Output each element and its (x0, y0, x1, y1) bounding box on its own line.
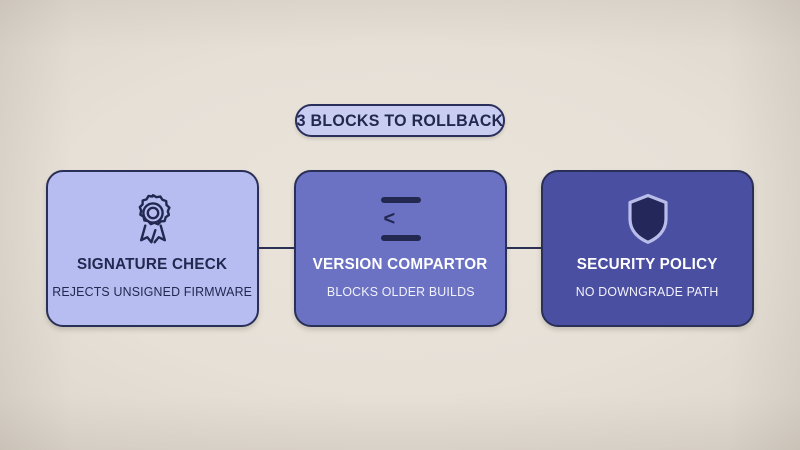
card-title: VERSION COMPARTOR (313, 256, 488, 273)
card-title: SIGNATURE CHECK (77, 256, 228, 273)
card-subtitle: REJECTS UNSIGNED FIRMWARE (52, 284, 253, 299)
award-rosette-icon (130, 190, 176, 248)
connector-card1-card2 (258, 247, 296, 249)
connector-card2-card3 (505, 247, 543, 249)
less-than-or-equal-icon: < (380, 190, 421, 248)
shield-icon (626, 190, 670, 248)
headline-badge-label: 3 BLOCKS TO ROLLBACK (296, 110, 504, 130)
card-subtitle: NO DOWNGRADE PATH (576, 284, 719, 299)
card-title: SECURITY POLICY (577, 256, 718, 273)
card-signature-check[interactable]: SIGNATURE CHECK REJECTS UNSIGNED FIRMWAR… (46, 170, 259, 327)
card-subtitle: BLOCKS OLDER BUILDS (326, 284, 475, 299)
card-version-comparator[interactable]: < VERSION COMPARTOR BLOCKS OLDER BUILDS (294, 170, 507, 327)
card-security-policy[interactable]: SECURITY POLICY NO DOWNGRADE PATH (541, 170, 754, 327)
headline-badge: 3 BLOCKS TO ROLLBACK (295, 104, 505, 137)
